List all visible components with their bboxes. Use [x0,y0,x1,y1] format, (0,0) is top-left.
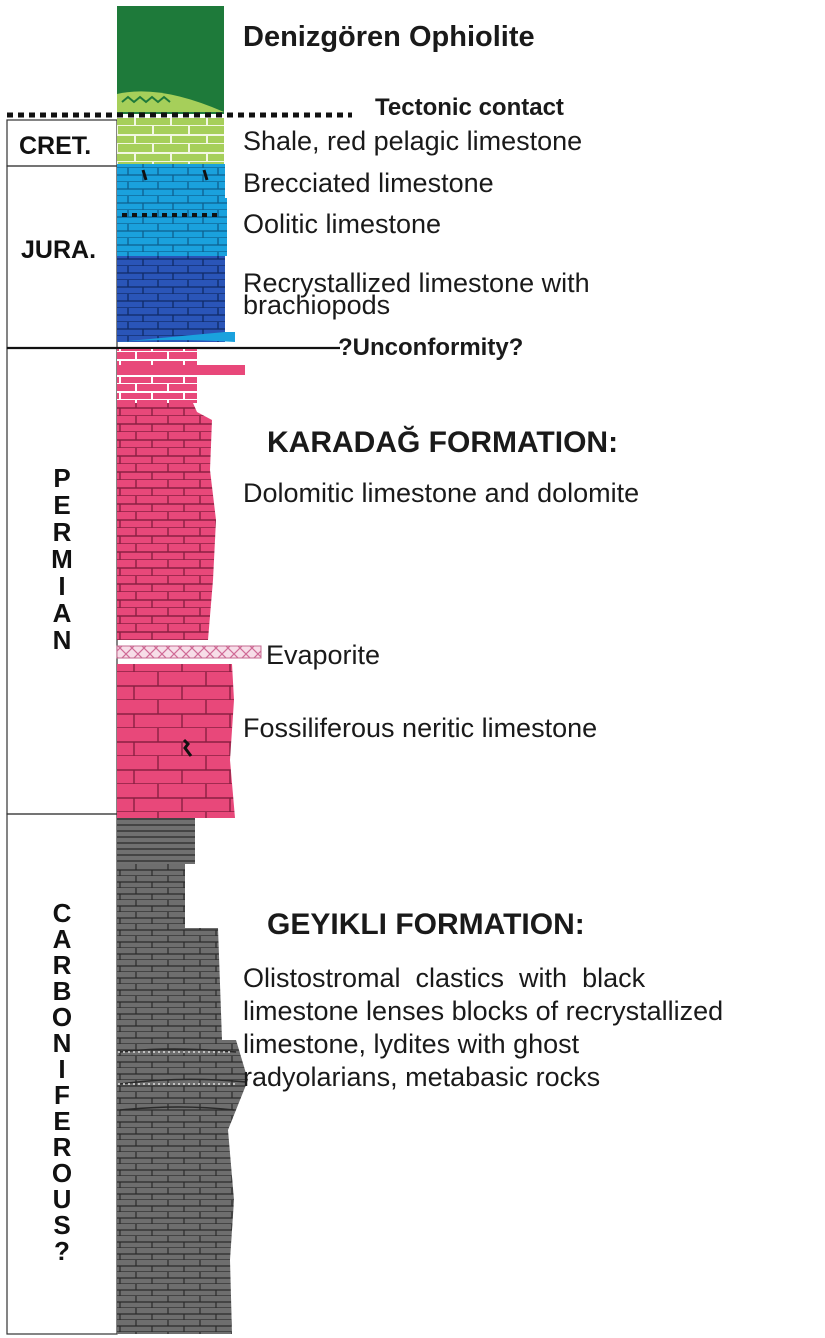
period-permian-label: P E R M I A N [42,465,82,654]
geyikli-desc-line-2: limestone lenses blocks of recrystallize… [243,996,723,1026]
geyikli-formation-title: GEYIKLI FORMATION: [267,910,585,940]
permian-letter: I [42,573,82,600]
carboniferous-letter: F [42,1082,82,1108]
ophiolite-label: Denizgören Ophiolite [243,22,535,52]
recrystallized-label-2: brachiopods [243,290,390,320]
period-cret-label: CRET. [19,132,91,161]
jura-unit [117,164,235,342]
evaporite-label: Evaporite [266,640,380,670]
carboniferous-letter: U [42,1186,82,1212]
permian-letter: P [42,465,82,492]
geyikli-desc-line-1: Olistostromal clastics with black [243,963,645,993]
karadag-desc-label: Dolomitic limestone and dolomite [243,478,639,508]
fossiliferous-label: Fossiliferous neritic limestone [243,713,597,743]
unconformity-label: ?Unconformity? [338,333,523,363]
cret-desc-label: Shale, red pelagic limestone [243,126,582,156]
permian-letter: R [42,519,82,546]
tectonic-contact-label: Tectonic contact [375,93,564,123]
permian-letter: M [42,546,82,573]
ophiolite-unit [117,6,224,114]
carboniferous-letter: I [42,1056,82,1082]
geyikli-desc-line-4: radyolarians, metabasic rocks [243,1062,600,1092]
permian-letter: A [42,600,82,627]
permian-letter: E [42,492,82,519]
karadag-formation-title: KARADAĞ FORMATION: [267,428,618,458]
oolitic-label: Oolitic limestone [243,209,441,239]
carboniferous-letter: A [42,926,82,952]
carboniferous-letter: O [42,1160,82,1186]
permian-letter: N [42,627,82,654]
period-carboniferous-label: C A R B O N I F E R O U S ? [42,900,82,1264]
geyikli-desc-line-3: limestone, lydites with ghost [243,1029,579,1059]
carboniferous-unit [117,818,248,1334]
carboniferous-letter: N [42,1030,82,1056]
period-jura-label: JURA. [21,236,96,265]
carboniferous-letter: R [42,952,82,978]
carboniferous-letter: B [42,978,82,1004]
carboniferous-letter: ? [42,1238,82,1264]
carboniferous-letter: E [42,1108,82,1134]
brecciated-label: Brecciated limestone [243,168,494,198]
carboniferous-letter: C [42,900,82,926]
carboniferous-letter: S [42,1212,82,1238]
carboniferous-letter: R [42,1134,82,1160]
permian-unit [117,349,261,818]
carboniferous-letter: O [42,1004,82,1030]
cret-unit [117,118,224,164]
